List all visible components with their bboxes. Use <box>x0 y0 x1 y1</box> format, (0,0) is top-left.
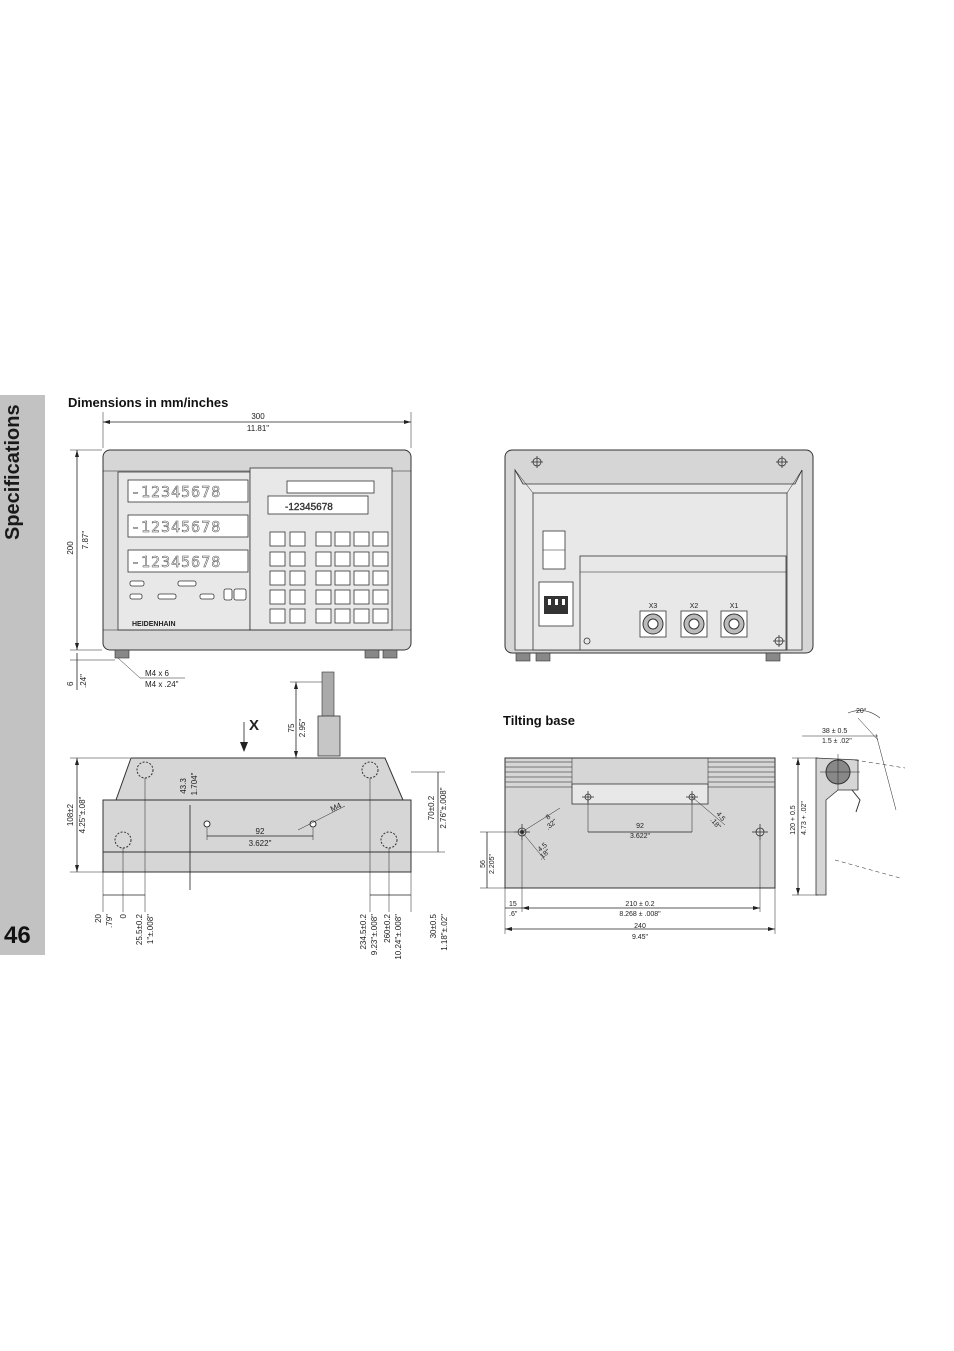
axis-x-label: X <box>249 717 259 734</box>
right-mm: 70±0.2 <box>427 795 436 820</box>
hole-spacing-in: 3.622" <box>249 839 272 848</box>
tilting-base-drawing: 8 .32" 4.5 .18" 4.5 .18" 92 3.622" 56 2.… <box>480 707 906 941</box>
height-in: 7.87" <box>81 531 90 550</box>
spacing-in: 3.622" <box>630 833 651 840</box>
tb-height-in: 4.73 + .02" <box>801 801 808 835</box>
cable-mm: 75 <box>287 723 296 732</box>
small-display: -12345678 <box>285 502 333 513</box>
holes-in: 8.268 ± .008" <box>619 911 661 918</box>
cable-in: 2.95" <box>298 719 307 738</box>
tb-width-mm: 240 <box>634 923 646 930</box>
foot-in: .24" <box>79 674 88 688</box>
hole-y-mm: 43.3 <box>179 778 188 794</box>
spacing-mm: 92 <box>636 823 644 830</box>
front-view-drawing: 300 11.81" 200 7.87" 6 .24" M4 x 6 M4 x … <box>66 412 412 690</box>
hole-dia2-mm: 4.5 <box>537 842 549 854</box>
rear-view-drawing: X3 X2 X1 <box>504 449 814 662</box>
page-number: 46 <box>4 922 31 949</box>
pos2-mm: 234.5±0.2 <box>359 913 368 949</box>
display-line-1: -12345678 <box>131 483 221 501</box>
thread-mm: M4 x 6 <box>145 669 170 678</box>
display-line-2: -12345678 <box>131 518 221 536</box>
depth-mm: 108±2 <box>66 803 75 826</box>
connector-x3: X3 <box>639 603 667 638</box>
pos3-mm: 260±0.2 <box>383 913 392 942</box>
left-edge-in: .79" <box>105 914 114 928</box>
right-edge-mm: 30±0.5 <box>429 913 438 938</box>
connector-x2: X2 <box>680 603 708 638</box>
tb-depth-in: 2.205" <box>489 853 496 874</box>
tb-height-mm: 120 + 0.5 <box>790 805 797 834</box>
left-edge-mm: 20 <box>94 913 103 922</box>
angle-label: 20° <box>856 707 867 715</box>
height-mm: 200 <box>66 541 75 555</box>
display-line-3: -12345678 <box>131 553 221 571</box>
keypad <box>269 531 389 624</box>
side-tab <box>0 395 45 955</box>
hole-y-in: 1.704" <box>190 772 199 795</box>
zero-label: 0 <box>119 913 128 918</box>
connector-x1: X1 <box>720 603 748 638</box>
connector-x3-label: X3 <box>649 603 658 610</box>
offset-in: .6" <box>509 911 518 918</box>
hole-spacing-mm: 92 <box>256 827 265 836</box>
brand-logo: HEIDENHAIN <box>132 621 176 628</box>
offset-mm: 15 <box>509 901 517 908</box>
tb-width-in: 9.45" <box>632 934 649 941</box>
right-in: 2.76"±.008" <box>439 787 448 828</box>
thread-in: M4 x .24" <box>145 680 179 689</box>
depth-in: 4.25"±.08" <box>78 796 87 833</box>
tb-depth-mm: 56 <box>480 860 487 868</box>
pos3-in: 10.24"±.008" <box>394 914 403 960</box>
top-offset-in: 1.5 ± .02" <box>822 738 852 745</box>
connector-x1-label: X1 <box>730 603 739 610</box>
holes-mm: 210 ± 0.2 <box>625 901 654 908</box>
width-in: 11.81" <box>247 424 269 433</box>
foot-mm: 6 <box>66 681 75 686</box>
bottom-view-drawing: X 75 2.95" 108±2 <box>66 671 449 960</box>
connector-x2-label: X2 <box>690 603 699 610</box>
right-edge-in: 1.18"±.02" <box>440 914 449 951</box>
pos1-in: 1"±.008" <box>146 914 155 944</box>
tilting-base-heading: Tilting base <box>503 713 575 728</box>
pos2-in: 9.23"±.008" <box>370 914 379 955</box>
width-mm: 300 <box>251 412 265 421</box>
dimensions-heading: Dimensions in mm/inches <box>68 395 229 410</box>
pos1-mm: 25.5±0.2 <box>135 913 144 945</box>
hole-dia-mm: 8 <box>545 814 553 822</box>
top-offset-mm: 38 ± 0.5 <box>822 728 847 735</box>
slot-mm: 4.5 <box>714 811 726 823</box>
